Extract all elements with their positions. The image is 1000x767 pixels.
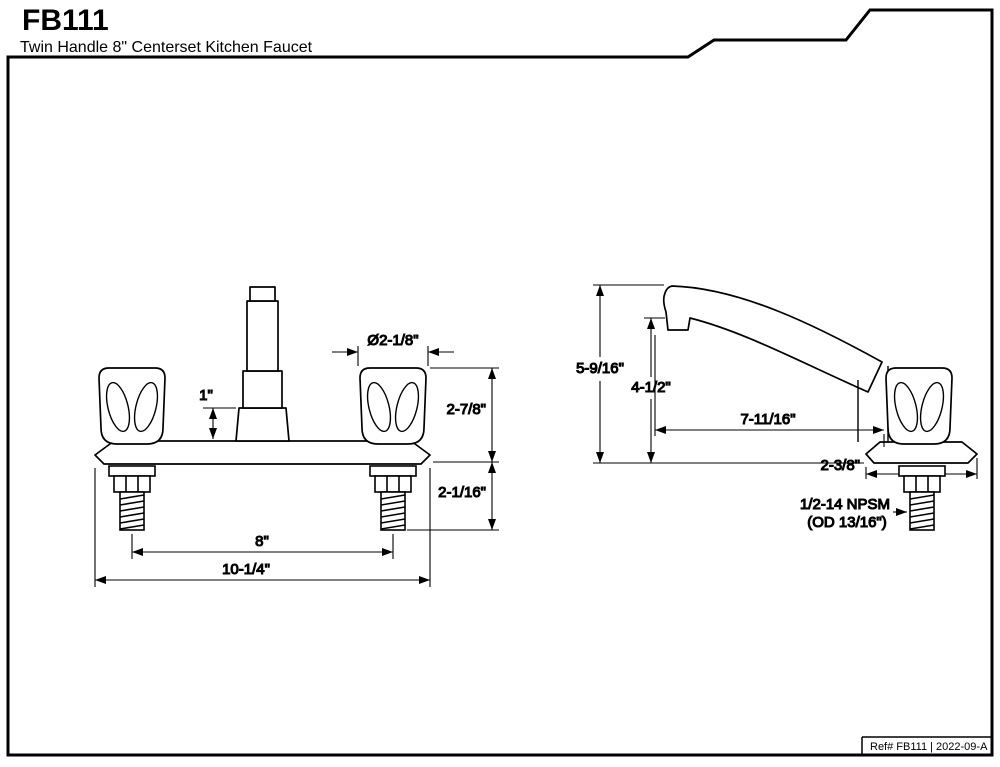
front-right-shank (369, 465, 417, 531)
dim-front-height-above-deck: 2-7/8" (446, 401, 486, 418)
header: FB111 Twin Handle 8" Centerset Kitchen F… (20, 4, 313, 56)
dim-front-spout-base: 1" (199, 387, 213, 404)
dim-front-handle-diameter: Ø2-1/8" (367, 332, 418, 349)
handle-petal-icon (893, 381, 919, 433)
side-view: 5-9/16" 4-1/2" 7-11/16" 2-3/8" 1/2-14 NP… (576, 284, 978, 532)
front-right-handle (359, 367, 427, 445)
dim-side-spout-height: 4-1/2" (631, 379, 671, 396)
handle-petal-icon (394, 381, 420, 433)
dim-side-base-depth: 2-3/8" (820, 457, 860, 474)
side-spout (662, 285, 883, 393)
handle-petal-icon (105, 381, 131, 433)
title-block: Ref# FB111 | 2022-09-A (861, 736, 992, 755)
dim-front-center-spacing: 8" (255, 533, 269, 550)
dim-side-spout-reach: 7-11/16" (740, 411, 795, 428)
dim-front-shank-length: 2-1/16" (438, 484, 486, 501)
product-title: Twin Handle 8" Centerset Kitchen Faucet (20, 39, 313, 56)
label-shank-thread-spec: 1/2-14 NPSM (800, 496, 890, 513)
side-dimensions: 5-9/16" 4-1/2" 7-11/16" 2-3/8" 1/2-14 NP… (576, 284, 978, 532)
dim-side-overall-height: 5-9/16" (576, 360, 624, 377)
front-left-handle (98, 367, 166, 445)
handle-petal-icon (366, 381, 392, 433)
side-deck-plate (865, 441, 978, 464)
front-dimensions: Ø2-1/8" 1" 2-7/8" 2-1/16" 8" 10-1/4" (94, 331, 499, 587)
handle-petal-icon (133, 381, 159, 433)
model-number: FB111 (22, 4, 109, 37)
front-spout-column (235, 286, 290, 442)
page-border (6, 8, 994, 757)
handle-petal-icon (919, 381, 945, 433)
side-shank (898, 465, 946, 531)
reference-number: Ref# FB111 | 2022-09-A (870, 741, 988, 753)
dim-front-overall-width: 10-1/4" (222, 561, 270, 578)
front-view: Ø2-1/8" 1" 2-7/8" 2-1/16" 8" 10-1/4" (94, 286, 499, 587)
front-left-shank (108, 465, 156, 531)
label-shank-thread-od: (OD 13/16") (807, 514, 887, 531)
side-handle (885, 367, 953, 445)
